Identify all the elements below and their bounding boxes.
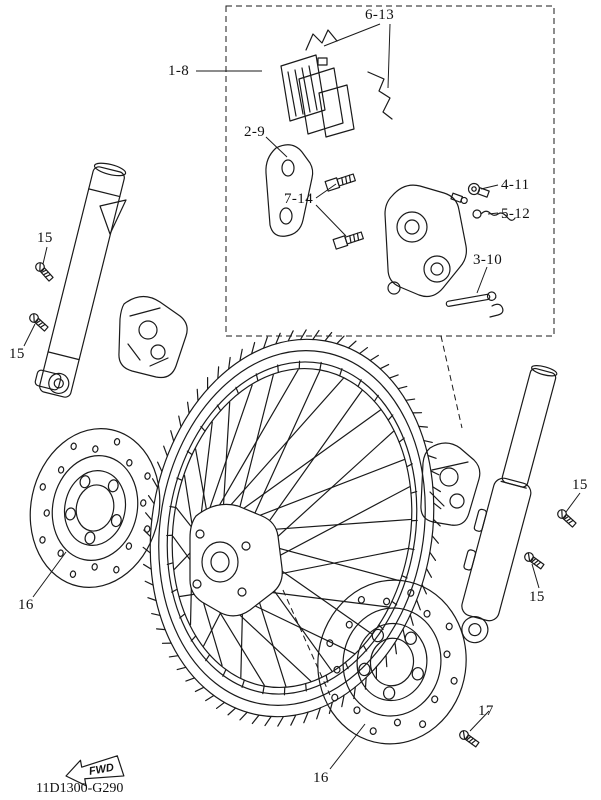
- part-label-6-13: 6-13: [365, 7, 395, 23]
- clip-5-12: [472, 209, 516, 221]
- fwd-arrow: FWD: [65, 755, 125, 787]
- part-label-16-left-disc: 16: [18, 597, 34, 613]
- part-label-15-right-upper: 15: [572, 477, 588, 493]
- caliper-bracket: [265, 144, 314, 237]
- part-label-5-12: 5-12: [501, 206, 531, 222]
- part-label-2-9: 2-9: [244, 124, 266, 140]
- part-label-16-bottom-disc: 16: [313, 770, 329, 786]
- part-label-4-11: 4-11: [501, 177, 530, 193]
- brake-pads: [280, 54, 355, 138]
- drawing-code: 11D1300-G290: [36, 781, 124, 796]
- pad-retaining-clips: [305, 29, 393, 120]
- brake-caliper-left: [118, 295, 188, 379]
- brake-caliper-right: [420, 442, 481, 526]
- brake-disc-bottom: [317, 579, 467, 745]
- mount-screws: [29, 262, 577, 748]
- part-label-15-left-upper: 15: [37, 230, 53, 246]
- pad-pin-3-10: [445, 291, 504, 318]
- wheel-hub: [189, 503, 283, 617]
- fwd-arrow-label: FWD: [88, 762, 115, 778]
- part-label-15-left-lower: 15: [9, 346, 25, 362]
- part-label-1-8: 1-8: [168, 63, 190, 79]
- brake-disc-left: [29, 428, 161, 588]
- part-label-7-14: 7-14: [284, 191, 314, 207]
- banjo-bolt-4-11: [467, 182, 490, 198]
- front-wheel: [142, 329, 442, 727]
- part-label-3-10: 3-10: [473, 252, 503, 268]
- front-fork-left: [34, 162, 127, 398]
- leader-lines: [23, 23, 581, 770]
- caliper-body-detail: [384, 184, 468, 298]
- part-label-17: 17: [478, 703, 494, 719]
- front-fork-right: [461, 365, 558, 644]
- caliper-bolts: [324, 173, 364, 250]
- part-label-15-right-lower: 15: [529, 589, 545, 605]
